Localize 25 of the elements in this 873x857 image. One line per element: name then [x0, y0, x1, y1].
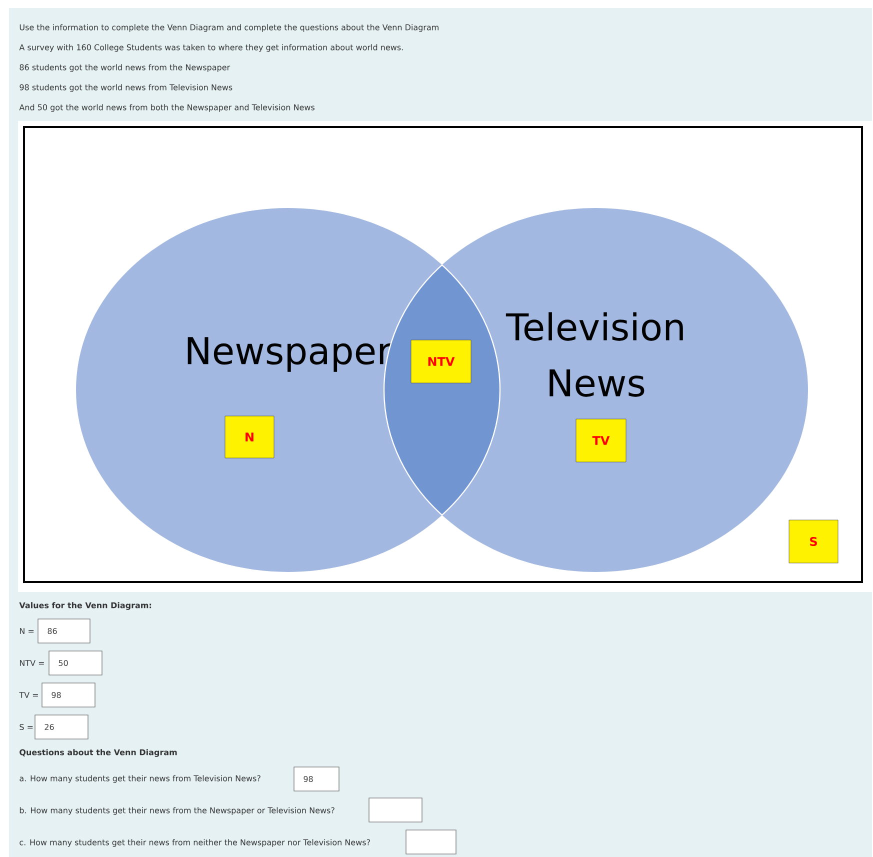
region-label-box: S: [788, 520, 838, 564]
input-field: 98: [42, 682, 96, 708]
input-field: 50: [48, 650, 102, 676]
instruction-text: 86 students got the world news from the Newspaper: [20, 64, 230, 72]
universal-set-rectangle: [23, 126, 863, 583]
input-field: 98: [294, 766, 340, 792]
value-label: S =: [20, 724, 33, 730]
instruction-text: 98 students got the world news from Television News: [20, 84, 232, 92]
instruction-text: A survey with 160 College Students was taken to where they get information about world news.: [19, 44, 403, 52]
value-label: TV =: [19, 692, 38, 698]
region-label-box: N: [224, 416, 274, 458]
node-label: Television News: [506, 312, 683, 397]
value-label: N =: [20, 628, 34, 634]
instruction-text: Use the information to complete the Venn Diagram and complete the questions about the Venn Diagram: [20, 24, 438, 32]
instruction-text: And 50 got the world news from both the Newspaper and Television News: [19, 104, 314, 112]
question-text: b. How many students get their news from the Newspaper or Television News?: [20, 807, 334, 815]
section-heading: Questions about the Venn Diagram: [20, 749, 177, 757]
input-field: 86: [38, 618, 90, 644]
section-heading: Values for the Venn Diagram:: [19, 602, 152, 610]
region-label-box: TV: [576, 418, 626, 462]
value-label: NTV =: [20, 660, 44, 666]
input-field: 26: [34, 714, 88, 740]
question-text: a. How many students get their news from Television News?: [20, 775, 260, 783]
question-text: c. How many students get their news from neither the Newspaper nor Television News?: [20, 839, 370, 847]
region-label-box: NTV: [410, 340, 472, 384]
